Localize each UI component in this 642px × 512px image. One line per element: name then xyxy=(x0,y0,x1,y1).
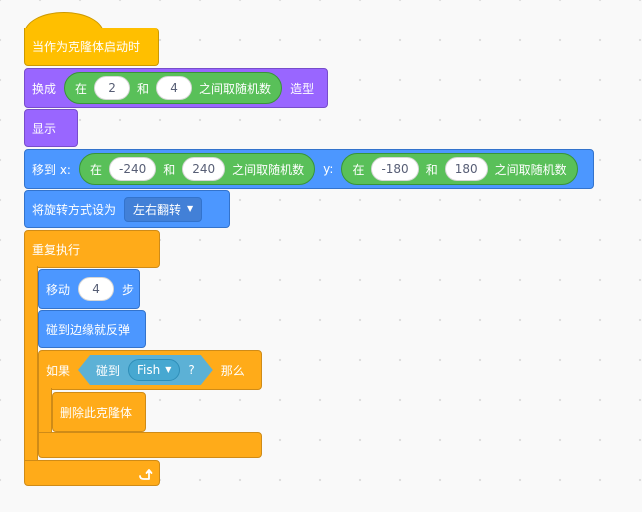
rotation-style-value: 左右翻转 xyxy=(133,202,182,217)
y-random-reporter[interactable]: 在 -180 和 180 之间取随机数 xyxy=(341,153,578,185)
move-steps-block[interactable]: 移动 4 步 xyxy=(38,269,140,309)
move-label: 移动 xyxy=(46,282,71,297)
y-random-and-label: 和 xyxy=(425,162,438,177)
costume-random-from-input[interactable]: 2 xyxy=(94,76,131,100)
hat-block-label: 当作为克隆体启动时 xyxy=(32,40,141,54)
touching-target-value: Fish xyxy=(137,363,161,377)
x-random-suffix-label: 之间取随机数 xyxy=(232,162,305,177)
random-from-label: 在 xyxy=(75,81,88,96)
when-i-start-as-clone-block[interactable]: 当作为克隆体启动时 xyxy=(24,28,159,66)
costume-random-to-input[interactable]: 4 xyxy=(156,76,193,100)
x-random-from-label: 在 xyxy=(89,162,102,177)
chevron-down-icon: ▼ xyxy=(187,204,194,213)
y-random-suffix-label: 之间取随机数 xyxy=(494,162,567,177)
x-random-reporter[interactable]: 在 -240 和 240 之间取随机数 xyxy=(78,153,316,185)
forever-arm xyxy=(24,266,38,464)
goto-y-label: y: xyxy=(323,162,334,176)
random-and-label: 和 xyxy=(137,81,150,96)
goto-x-label: 移到 x: xyxy=(32,162,71,177)
if-arm xyxy=(38,388,52,434)
bounce-label: 碰到边缘就反弹 xyxy=(46,322,131,337)
touching-condition[interactable]: 碰到 Fish ▼ ? xyxy=(78,355,213,385)
touching-label: 碰到 xyxy=(96,363,121,378)
question-mark-label: ? xyxy=(188,363,195,377)
show-label: 显示 xyxy=(32,121,57,136)
then-label: 那么 xyxy=(220,363,245,378)
steps-label: 步 xyxy=(122,282,135,297)
move-steps-input[interactable]: 4 xyxy=(78,277,115,301)
forever-bottom[interactable] xyxy=(24,460,160,486)
x-random-to-input[interactable]: 240 xyxy=(182,157,226,181)
y-random-from-label: 在 xyxy=(352,162,365,177)
delete-clone-label: 删除此克隆体 xyxy=(60,405,133,420)
show-block[interactable]: 显示 xyxy=(24,109,78,147)
goto-xy-block[interactable]: 移到 x: 在 -240 和 240 之间取随机数 y: 在 -180 和 18… xyxy=(24,149,594,189)
costume-suffix-label: 造型 xyxy=(290,81,315,96)
chevron-down-icon: ▼ xyxy=(165,365,172,374)
random-suffix-label: 之间取随机数 xyxy=(199,81,272,96)
bounce-on-edge-block[interactable]: 碰到边缘就反弹 xyxy=(38,310,146,348)
x-random-from-input[interactable]: -240 xyxy=(108,157,157,181)
rotation-style-label: 将旋转方式设为 xyxy=(32,202,117,217)
if-label: 如果 xyxy=(46,363,71,378)
if-bottom[interactable] xyxy=(38,432,262,458)
loop-arrow-icon xyxy=(139,469,153,480)
forever-label: 重复执行 xyxy=(32,242,81,257)
rotation-style-dropdown[interactable]: 左右翻转 ▼ xyxy=(124,196,203,222)
forever-block[interactable]: 重复执行 xyxy=(24,230,160,268)
delete-this-clone-block[interactable]: 删除此克隆体 xyxy=(52,392,146,432)
switch-costume-block[interactable]: 换成 在 2 和 4 之间取随机数 造型 xyxy=(24,68,328,108)
if-then-block[interactable]: 如果 碰到 Fish ▼ ? 那么 xyxy=(38,350,262,390)
touching-target-dropdown[interactable]: Fish ▼ xyxy=(128,359,180,381)
y-random-to-input[interactable]: 180 xyxy=(444,157,488,181)
costume-random-reporter[interactable]: 在 2 和 4 之间取随机数 xyxy=(64,72,283,104)
y-random-from-input[interactable]: -180 xyxy=(371,157,419,181)
x-random-and-label: 和 xyxy=(163,162,176,177)
switch-costume-label: 换成 xyxy=(32,81,57,96)
set-rotation-style-block[interactable]: 将旋转方式设为 左右翻转 ▼ xyxy=(24,190,230,228)
